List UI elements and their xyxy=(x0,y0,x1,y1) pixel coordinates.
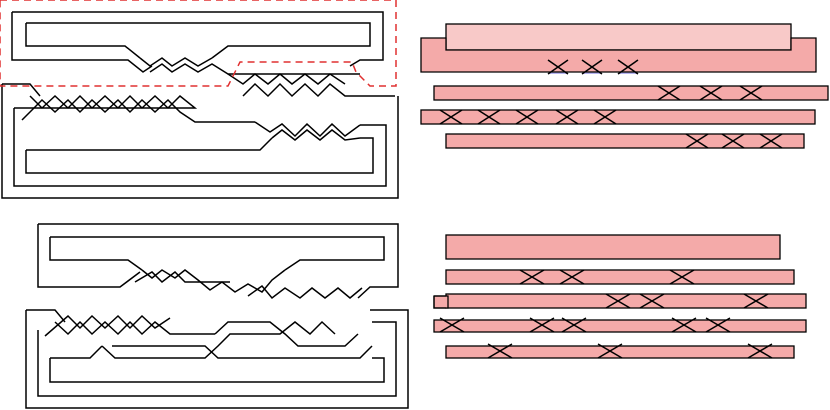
knot-diagram-bottom xyxy=(25,223,409,409)
knot-diagram-top xyxy=(1,11,399,199)
seifert-surface-top xyxy=(420,23,829,149)
seifert-surface-bottom xyxy=(433,234,807,359)
highlight-region xyxy=(0,0,397,87)
